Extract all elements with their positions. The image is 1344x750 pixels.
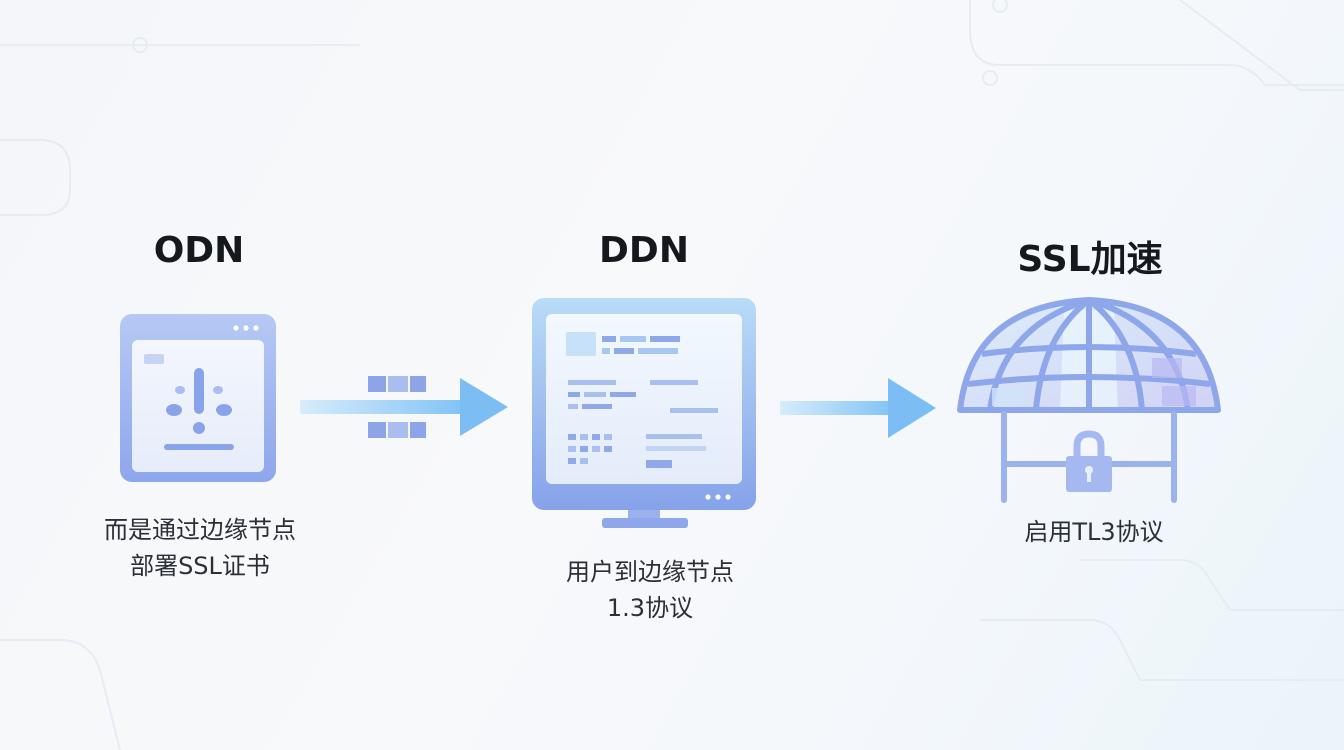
odn-title: ODN (153, 230, 245, 271)
ddn-caption-line-1: 用户到边缘节点 (566, 558, 734, 586)
browser-warning-icon (120, 314, 276, 482)
ddn-caption: 用户到边缘节点 1.3协议 (490, 554, 810, 626)
odn-caption: 而是通过边缘节点 部署SSL证书 (40, 512, 360, 584)
ssl-acceleration-caption-line-1: 启用TL3协议 (1024, 518, 1164, 546)
ddn-title: DDN (599, 230, 689, 271)
monitor-dashboard-icon (532, 298, 756, 528)
globe-lock-icon (957, 297, 1221, 503)
ssl-acceleration-title: SSL加速 (1017, 239, 1163, 280)
arrow-right-icon (300, 376, 508, 438)
ssl-acceleration-caption: 启用TL3协议 (934, 514, 1254, 550)
arrow-right-icon (780, 378, 936, 438)
ddn-caption-line-2: 1.3协议 (606, 594, 694, 622)
odn-caption-line-1: 而是通过边缘节点 (104, 516, 296, 544)
odn-caption-line-2: 部署SSL证书 (130, 552, 270, 580)
